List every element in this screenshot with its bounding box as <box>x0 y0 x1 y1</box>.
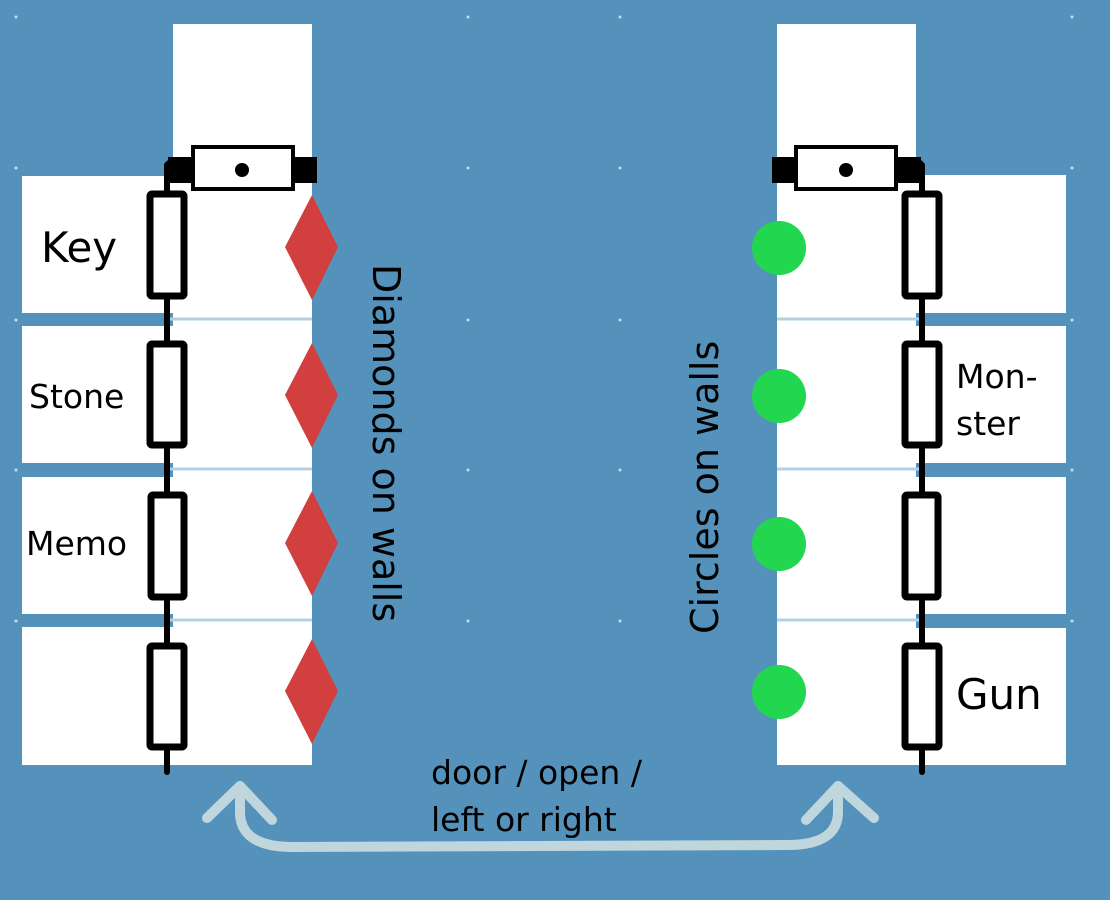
grid-dot <box>618 166 622 170</box>
grid-dot <box>466 166 470 170</box>
grid-dot <box>1070 318 1074 322</box>
circle-marker <box>752 665 806 719</box>
grid-dot <box>1070 468 1074 472</box>
diamond-marker <box>285 639 338 744</box>
resistor-icon <box>901 491 942 601</box>
room-item-label: Memo <box>26 524 127 563</box>
left-column: Key Stone Memo Diamonds on walls <box>22 24 408 775</box>
room-item-label: Stone <box>29 377 124 416</box>
circle-marker <box>752 221 806 275</box>
resistor-icon <box>901 642 943 751</box>
resistor-icon <box>901 190 943 300</box>
grid-dot <box>14 15 18 19</box>
grid-dot <box>618 318 622 322</box>
bottom-note-line-1: door / open / <box>431 753 643 792</box>
grid-dot <box>466 318 470 322</box>
resistor-icon <box>146 340 188 449</box>
grid-dot <box>14 318 18 322</box>
grid-dot <box>14 619 18 623</box>
room-item-label: Mon- <box>956 357 1038 396</box>
resistor-icon <box>147 491 188 601</box>
grid-dot <box>466 15 470 19</box>
bottom-note-line-2: left or right <box>431 800 617 839</box>
grid-dot <box>1070 15 1074 19</box>
door-icon[interactable] <box>772 145 921 191</box>
grid-dot <box>466 468 470 472</box>
grid-dot <box>618 619 622 623</box>
grid-dot <box>1070 619 1074 623</box>
grid-dot <box>618 15 622 19</box>
circle-marker <box>752 369 806 423</box>
resistor-icon <box>146 190 188 300</box>
diamond-marker <box>285 195 338 300</box>
room-item-label: Gun <box>956 670 1042 719</box>
right-column: Mon- ster Gun Circles on walls <box>683 24 1066 775</box>
diamond-marker <box>285 343 338 448</box>
circle-marker <box>752 517 806 571</box>
right-column-label: Circles on walls <box>683 341 727 634</box>
grid-dots <box>14 15 1074 623</box>
diamond-marker <box>285 491 338 596</box>
grid-dot <box>466 619 470 623</box>
left-column-label: Diamonds on walls <box>364 264 408 622</box>
grid-dot <box>14 166 18 170</box>
grid-dot <box>1070 166 1074 170</box>
grid-dot <box>618 468 622 472</box>
room-item-label: Key <box>41 223 117 272</box>
door-icon[interactable] <box>168 145 317 191</box>
resistor-icon <box>146 642 188 751</box>
room-item-label: ster <box>956 404 1020 443</box>
grid-dot <box>14 468 18 472</box>
resistor-icon <box>901 340 943 449</box>
double-headed-curved-arrow-icon <box>202 781 879 852</box>
